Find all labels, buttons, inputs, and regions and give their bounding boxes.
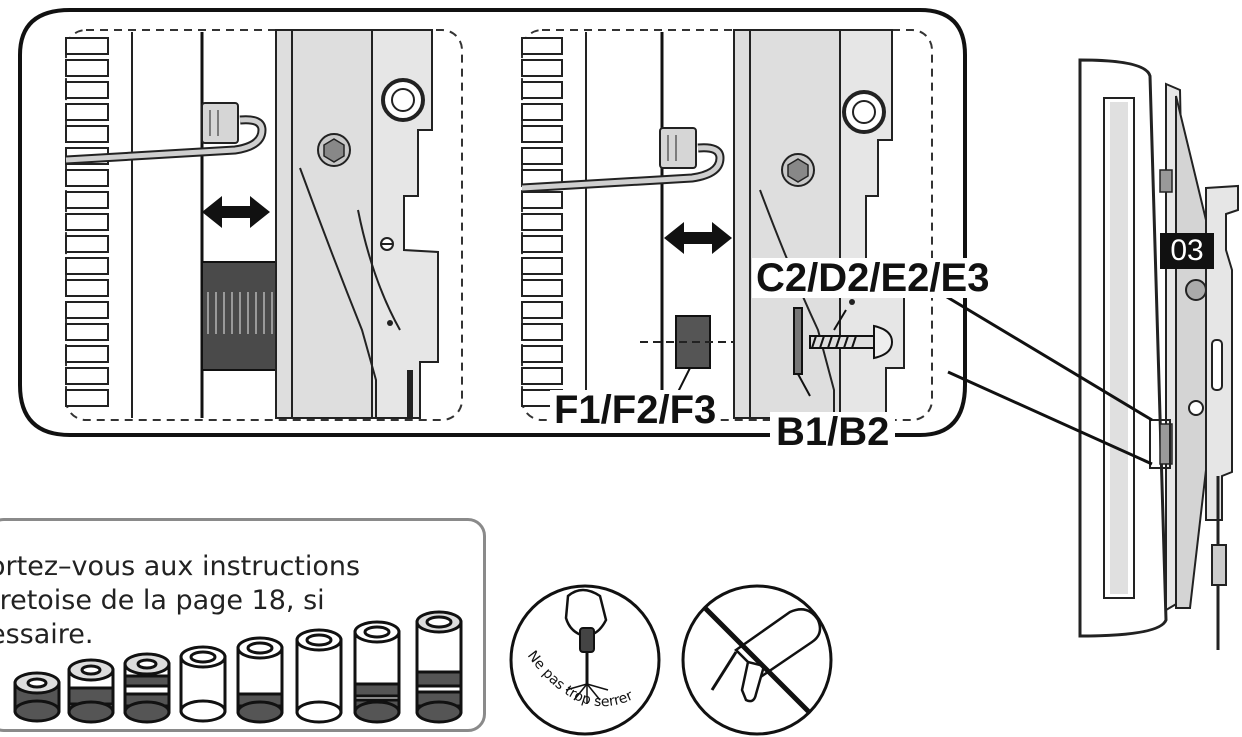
- label-spacer-parts: F1/F2/F3: [550, 390, 721, 430]
- hand-screwdriver-icon: Ne pas trop serrer: [509, 584, 661, 736]
- cable-plug-left: [201, 102, 239, 144]
- detail-right: [521, 29, 933, 421]
- note-line-1: ortez–vous aux instructions: [0, 551, 361, 582]
- note-line-2: tretoise de la page 18, si: [0, 585, 325, 616]
- double-arrow-icon: [202, 196, 270, 228]
- step-badge: 03: [1160, 233, 1214, 269]
- double-arrow-icon: [664, 222, 732, 254]
- tv-vent-slots-left: [65, 37, 109, 407]
- tv-side-view: [1078, 58, 1239, 650]
- detail-left: [65, 29, 463, 421]
- screw: [809, 309, 894, 360]
- tv-vent-slots-right: [521, 37, 563, 407]
- note-line-3: essaire.: [0, 619, 94, 650]
- callout-line: [947, 370, 1153, 466]
- label-washer-parts: B1/B2: [770, 412, 896, 452]
- power-drill-prohibited-icon: [681, 584, 833, 736]
- washer: [793, 307, 803, 375]
- callout-line: [921, 280, 1153, 422]
- instruction-note-box: ortez–vous aux instructions tretoise de …: [0, 518, 486, 732]
- cable-plug-right: [659, 127, 697, 169]
- label-screw-spacer-parts: C2/D2/E2/E3: [752, 258, 994, 298]
